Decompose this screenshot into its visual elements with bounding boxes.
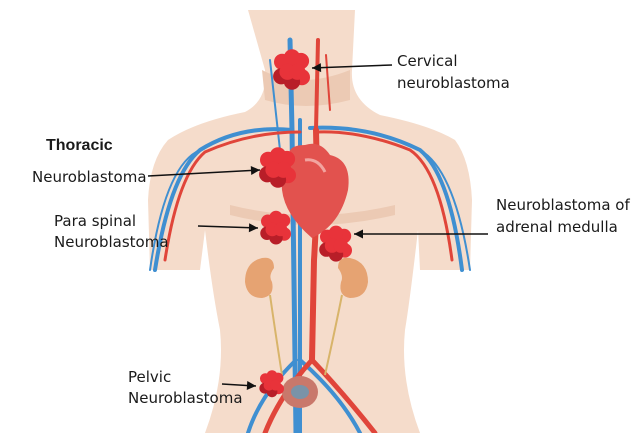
cervical-label-line2: neuroblastoma bbox=[397, 74, 510, 93]
cervical-label-line1: Cervical bbox=[397, 52, 458, 71]
adrenal-label-line2: adrenal medulla bbox=[496, 218, 618, 237]
paraspinal-label-line2: Neuroblastoma bbox=[54, 233, 169, 252]
thoracic-label-title: Thoracic bbox=[46, 136, 113, 155]
cervical-tumor bbox=[273, 49, 310, 90]
paraspinal-label-line1: Para spinal bbox=[54, 212, 136, 231]
adrenal-tumor bbox=[319, 226, 352, 262]
paraspinal-tumor bbox=[260, 211, 291, 245]
thoracic-tumor bbox=[259, 147, 296, 188]
bladder bbox=[282, 376, 318, 408]
adrenal-label-line1: Neuroblastoma of bbox=[496, 196, 630, 215]
bladder-highlight bbox=[291, 385, 309, 399]
thoracic-label-line: Neuroblastoma bbox=[32, 168, 147, 187]
pelvic-label-line2: Neuroblastoma bbox=[128, 389, 243, 408]
pelvic-label-line1: Pelvic bbox=[128, 368, 171, 387]
pelvic-tumor bbox=[259, 370, 284, 397]
